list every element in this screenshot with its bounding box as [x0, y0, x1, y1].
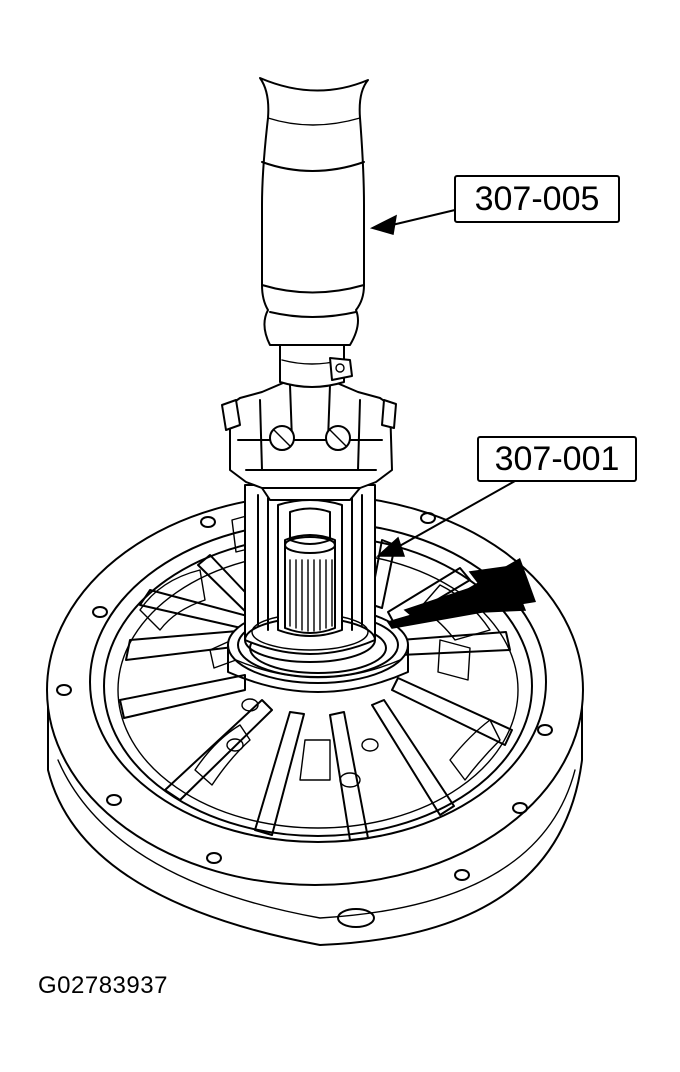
- seal-location-arrows: [386, 558, 536, 629]
- callout-307-005: 307-005: [369, 175, 620, 235]
- seal-installer-tool: [221, 379, 397, 663]
- leader-arrowhead: [369, 214, 397, 235]
- leader-arrowhead: [376, 536, 406, 557]
- figure-identifier: G02783937: [38, 972, 168, 999]
- callout-label-307-005: 307-005: [475, 180, 600, 218]
- callout-307-001: 307-001: [376, 436, 637, 557]
- callout-label-307-001: 307-001: [495, 440, 620, 478]
- driver-handle: [259, 77, 369, 388]
